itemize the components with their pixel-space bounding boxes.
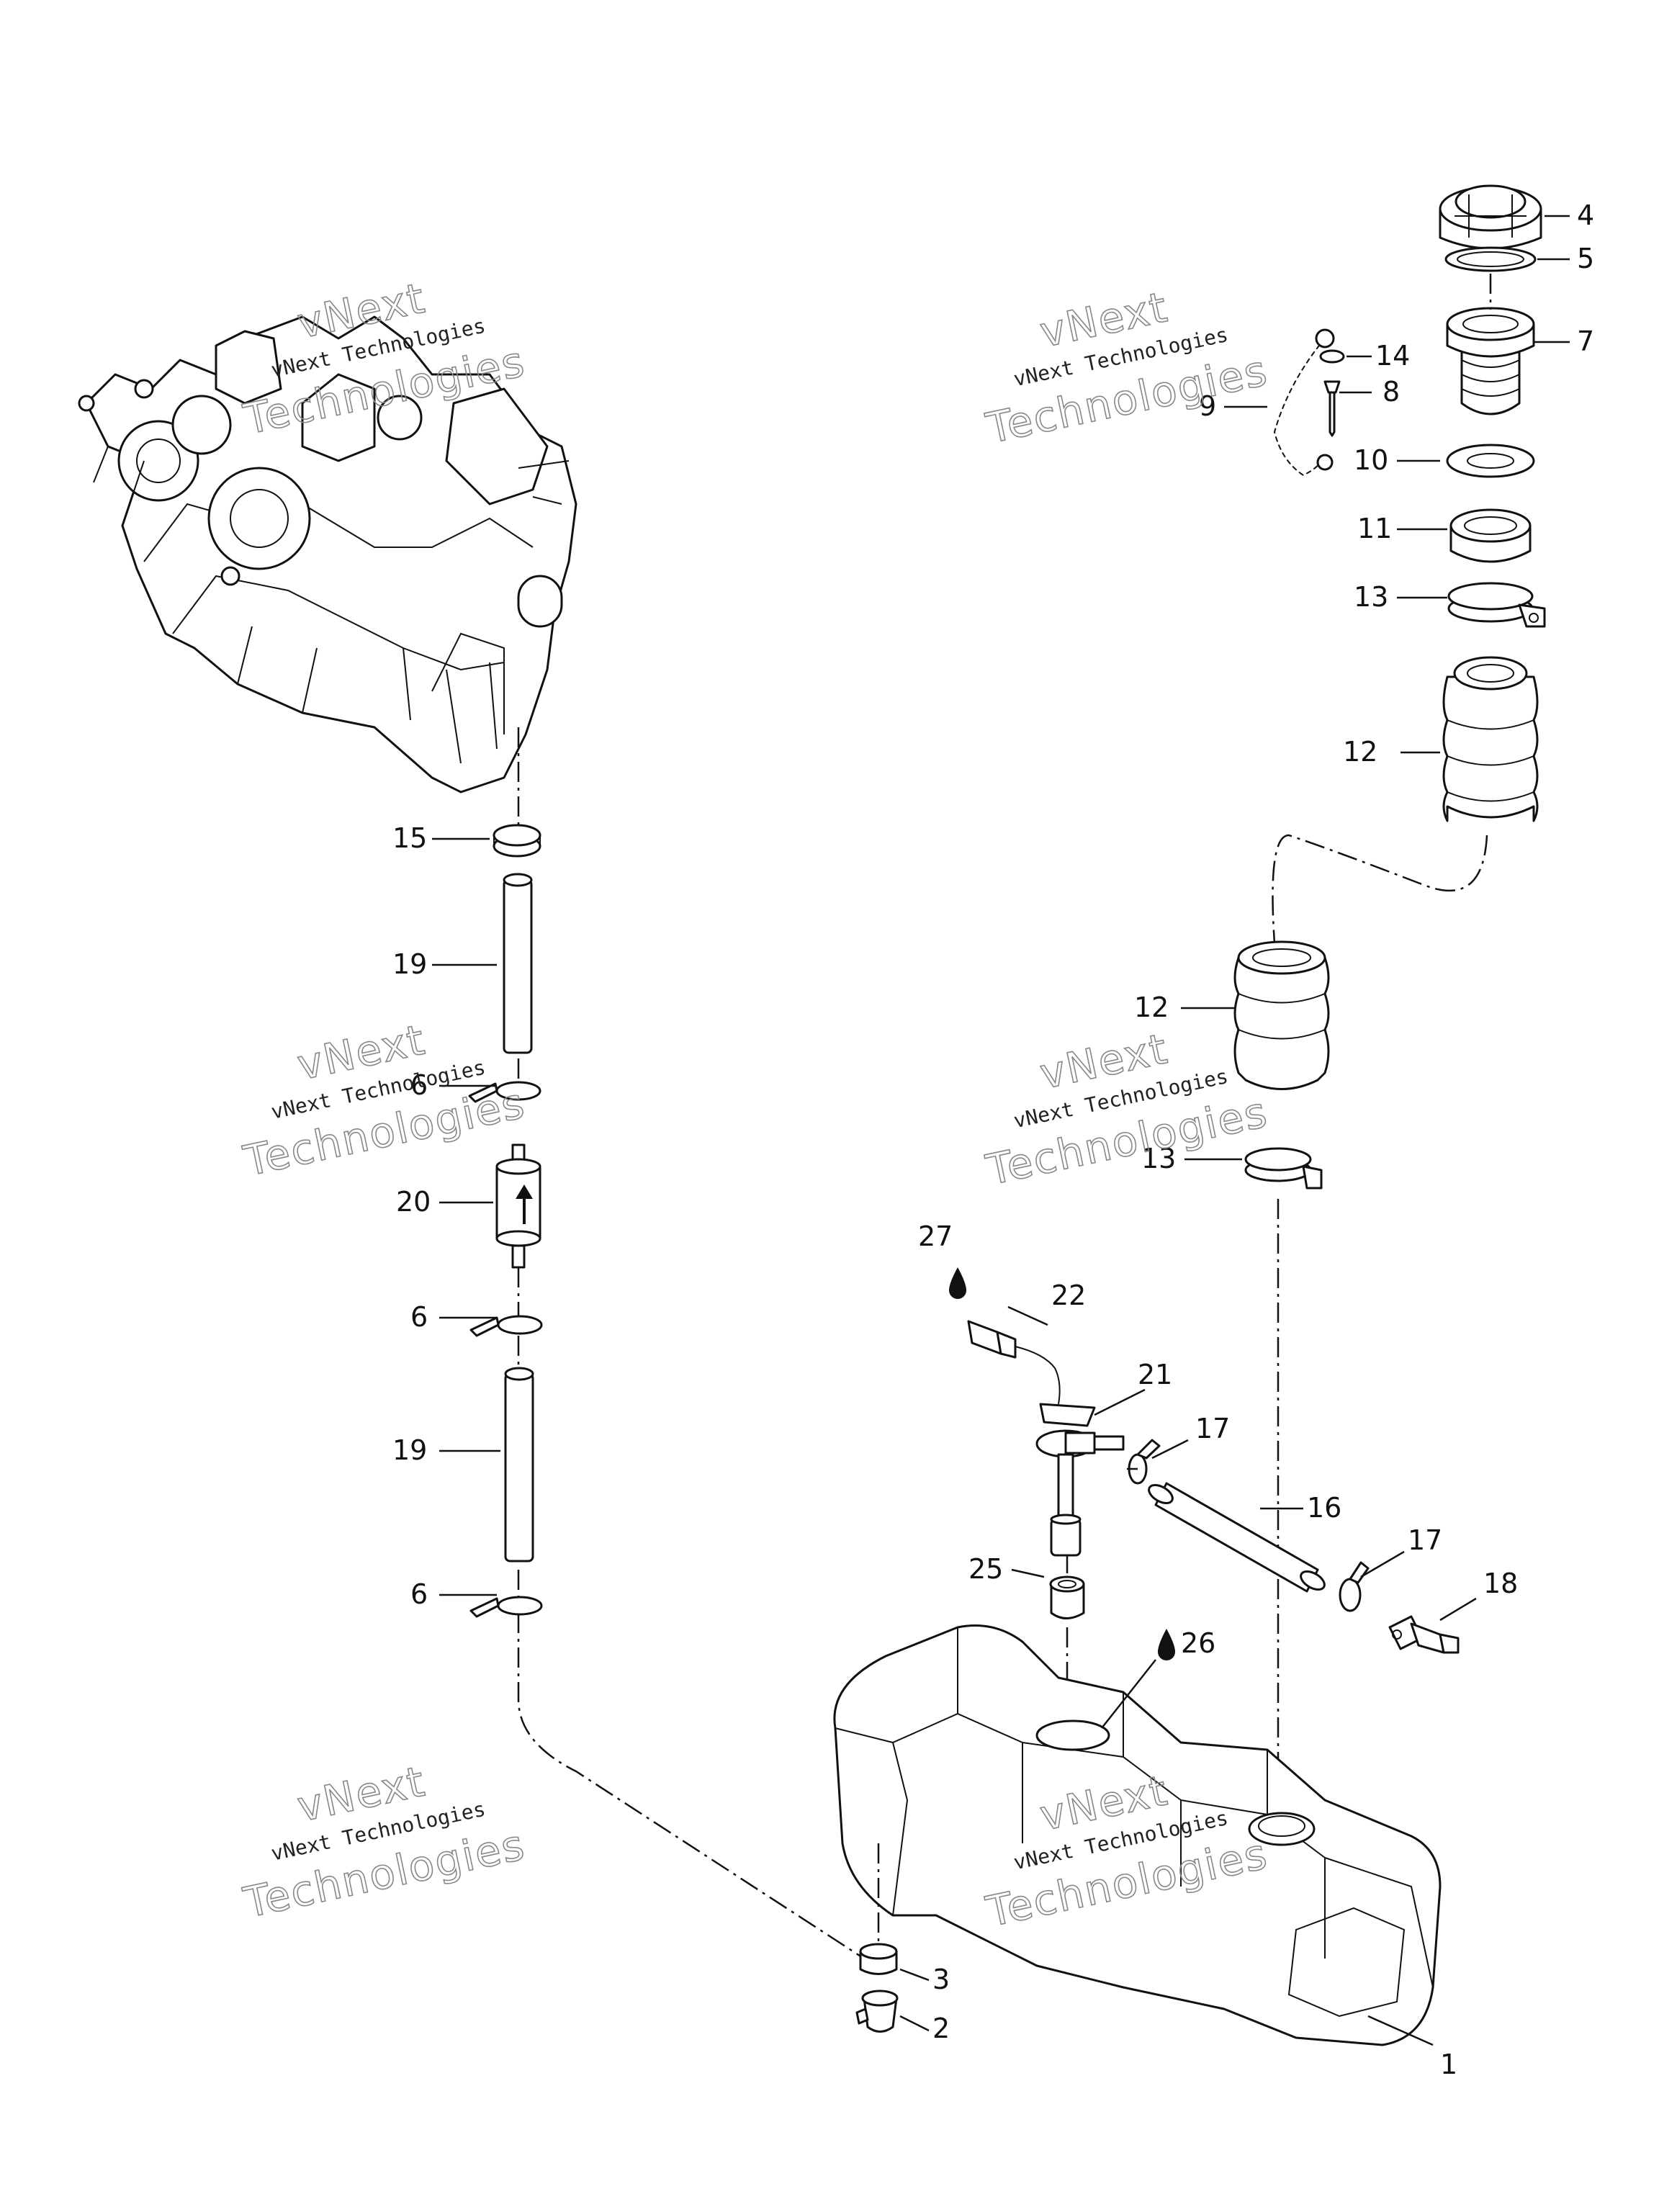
callout-15: 15 bbox=[392, 822, 427, 854]
callout-27: 27 bbox=[918, 1220, 953, 1252]
fuel-hose-19-lower bbox=[504, 1367, 534, 1563]
wire-harness-22 bbox=[967, 1320, 1061, 1405]
callout-21: 21 bbox=[1138, 1359, 1172, 1390]
watermark-middle-left: vNext vNext Technologies Technologies bbox=[238, 1015, 530, 1187]
callout-8: 8 bbox=[1382, 376, 1400, 408]
cap-lanyard-assembly bbox=[1273, 328, 1345, 477]
callout-12-lower: 12 bbox=[1134, 992, 1169, 1023]
callout-12-upper: 12 bbox=[1343, 736, 1377, 768]
callout-6-middle: 6 bbox=[410, 1301, 428, 1333]
watermark-bottom-left: vNext vNext Technologies Technologies bbox=[238, 1756, 530, 1928]
callout-2: 2 bbox=[932, 2013, 950, 2044]
oil-drop-icon bbox=[949, 1267, 966, 1299]
callout-16: 16 bbox=[1307, 1492, 1341, 1524]
callout-4: 4 bbox=[1577, 199, 1594, 231]
fuel-cap-4 bbox=[1439, 184, 1542, 250]
oil-drop-icon bbox=[1158, 1629, 1175, 1660]
callout-13-upper: 13 bbox=[1354, 581, 1388, 613]
hose-clamp-6-middle bbox=[469, 1315, 543, 1337]
left-fuel-line bbox=[468, 727, 865, 1960]
filler-hose-12-lower bbox=[1233, 940, 1330, 1090]
outlet-fitting-2 bbox=[855, 1990, 899, 2033]
hose-clamp-13-upper bbox=[1447, 582, 1546, 628]
vent-line-assembly bbox=[1127, 1439, 1460, 1654]
nut-11 bbox=[1449, 508, 1532, 563]
callout-7: 7 bbox=[1577, 325, 1594, 357]
callout-17-upper: 17 bbox=[1195, 1413, 1230, 1444]
engine-assembly bbox=[78, 315, 577, 793]
grommet-3 bbox=[859, 1943, 898, 1975]
hose-clamp-17-lower bbox=[1339, 1561, 1370, 1612]
watermark-top-right: vNext vNext Technologies Technologies bbox=[981, 282, 1273, 454]
callout-1: 1 bbox=[1440, 2049, 1457, 2080]
fuel-filter-20 bbox=[495, 1143, 541, 1269]
callout-3: 3 bbox=[932, 1964, 950, 1995]
callout-6-lower: 6 bbox=[410, 1578, 428, 1610]
callout-14: 14 bbox=[1375, 340, 1410, 372]
callout-5: 5 bbox=[1577, 243, 1594, 274]
callout-19-lower: 19 bbox=[392, 1434, 427, 1466]
callout-26: 26 bbox=[1181, 1627, 1215, 1659]
hose-clamp-15 bbox=[493, 824, 541, 858]
callout-22: 22 bbox=[1051, 1280, 1086, 1311]
callout-10: 10 bbox=[1354, 444, 1388, 476]
callout-13-lower: 13 bbox=[1141, 1143, 1176, 1174]
callout-9: 9 bbox=[1199, 390, 1216, 422]
fuel-pump-assembly bbox=[967, 1320, 1125, 1728]
washer-10 bbox=[1446, 444, 1535, 478]
callout-25: 25 bbox=[968, 1553, 1003, 1585]
filler-hose-12-upper bbox=[1442, 656, 1539, 822]
callout-19-upper: 19 bbox=[392, 948, 427, 980]
hose-clamp-13-lower bbox=[1244, 1147, 1323, 1190]
callout-20: 20 bbox=[396, 1186, 431, 1218]
o-ring-5 bbox=[1444, 246, 1537, 272]
hose-clamp-6-lower bbox=[469, 1596, 543, 1618]
callout-6-upper: 6 bbox=[410, 1069, 428, 1101]
fuel-hose-19-upper bbox=[503, 873, 533, 1054]
grommet-25 bbox=[1049, 1575, 1085, 1619]
fuel-tank-1 bbox=[833, 1624, 1442, 2046]
fuel-pump-21 bbox=[1035, 1403, 1125, 1557]
hose-clamp-17-upper bbox=[1128, 1439, 1161, 1485]
vent-hose-16 bbox=[1148, 1482, 1326, 1593]
flow-arrow-icon bbox=[516, 1184, 533, 1224]
callout-17-lower: 17 bbox=[1408, 1524, 1442, 1556]
filler-neck-7 bbox=[1446, 274, 1535, 415]
washer-14 bbox=[1319, 349, 1345, 364]
rivet-8 bbox=[1323, 380, 1341, 437]
watermark-middle-right: vNext vNext Technologies Technologies bbox=[981, 1023, 1273, 1195]
callout-18: 18 bbox=[1483, 1568, 1518, 1599]
leader-lines bbox=[432, 215, 1570, 2046]
callout-11: 11 bbox=[1357, 513, 1392, 544]
filler-neck-assembly bbox=[1233, 184, 1546, 1829]
fitting-18 bbox=[1388, 1615, 1460, 1654]
callout-labels: 4 5 7 14 8 9 10 11 13 12 12 13 15 19 6 2… bbox=[392, 199, 1594, 2080]
